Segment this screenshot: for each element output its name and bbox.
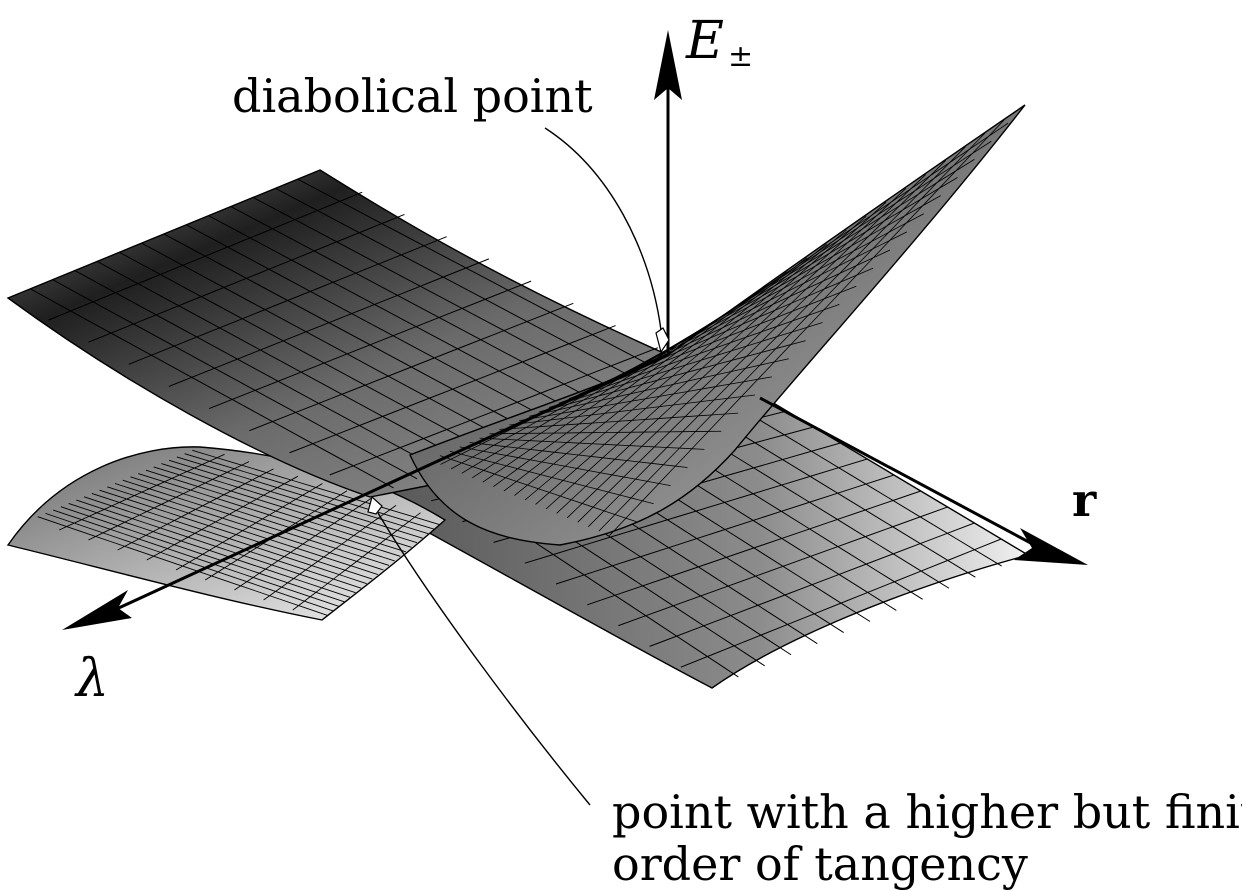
lambda-axis [62, 353, 669, 630]
cone-sheet [409, 104, 1026, 546]
lambda-axis-label: λ [74, 649, 109, 709]
tangency-label-line2: order of tangency [612, 837, 1028, 891]
diabolical-pointer [544, 127, 670, 354]
lower-left-sheet [6, 446, 447, 621]
tangency-label-line1: point with a higher but finite [612, 785, 1242, 839]
energy-axis-label: E [685, 11, 724, 71]
tangency-pointer [367, 495, 591, 806]
diabolical-point-label: diabolical point [232, 69, 593, 123]
energy-axis [654, 30, 682, 355]
r-axis-label: r [1072, 473, 1097, 527]
energy-axis-subscript: ± [728, 39, 753, 74]
r-axis [759, 396, 1088, 565]
